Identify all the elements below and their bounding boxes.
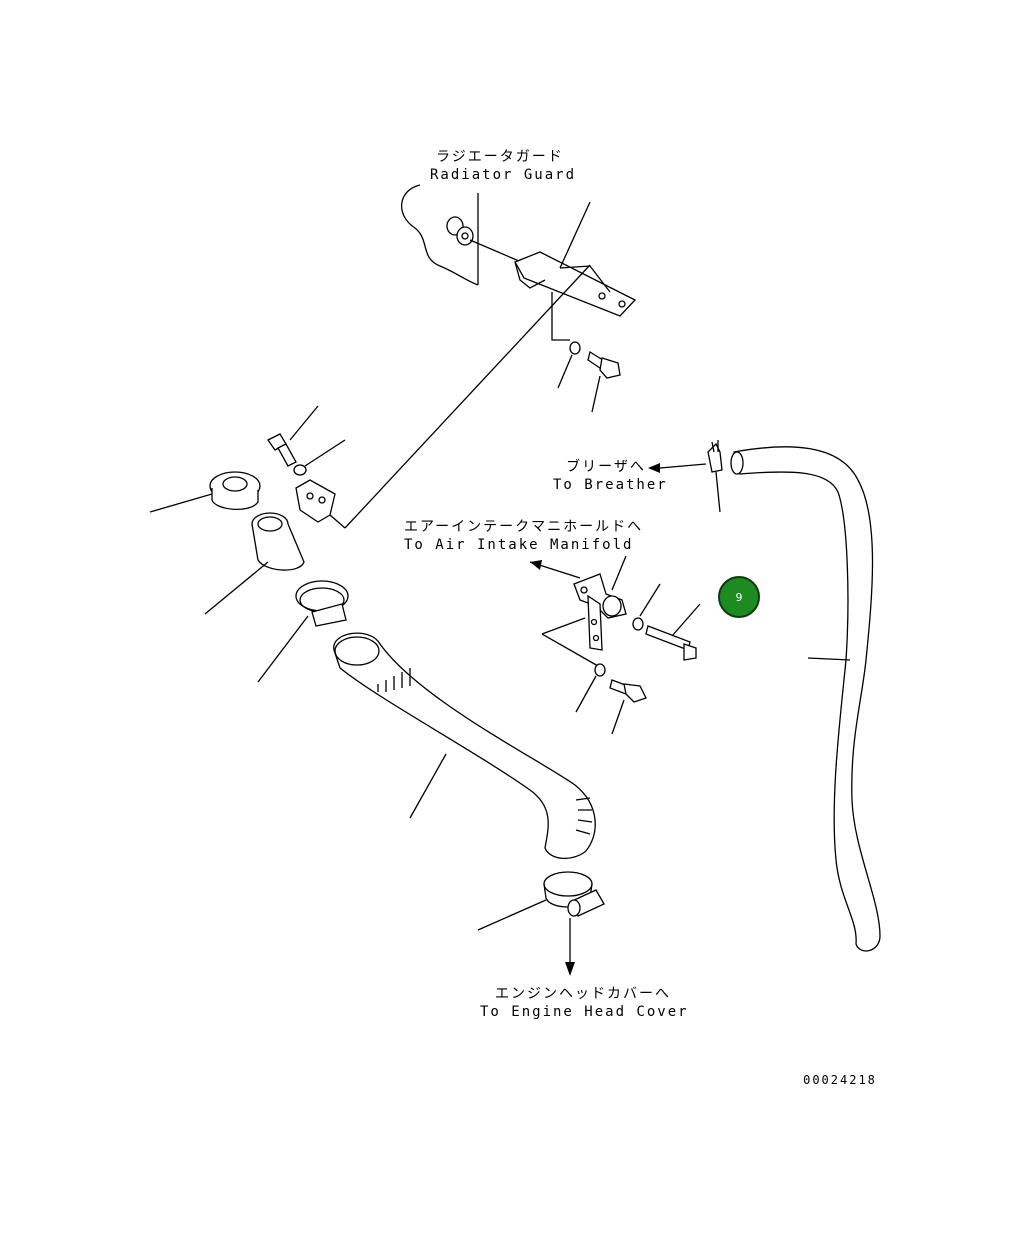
bolt-upper [587, 350, 621, 379]
manifold-label-en: To Air Intake Manifold [404, 537, 634, 553]
washer-upper [569, 341, 581, 355]
engine-cover-label-en: To Engine Head Cover [480, 1004, 689, 1020]
hose-clamp-bottom [543, 871, 605, 917]
arrow-head-down [565, 962, 575, 976]
washer-manifold [632, 617, 644, 631]
radiator-guard-label-en: Radiator Guard [430, 167, 577, 183]
left-bracket [295, 479, 336, 523]
callout-number: 9 [735, 590, 743, 604]
breather-clip [707, 440, 723, 473]
washer-left [293, 464, 307, 476]
upper-bracket [514, 251, 637, 317]
bracket-leader-v [559, 265, 611, 293]
callout-marker-9[interactable]: 9 [718, 576, 760, 618]
arrow-to-breather [659, 463, 707, 469]
breather-hose [730, 446, 881, 952]
filler-tube [251, 512, 305, 571]
manifold-label-jp: エアーインテークマニホールドへ [404, 519, 644, 535]
engine-cover-label-jp: エンジンヘッドカバーへ [495, 986, 671, 1002]
breather-label-en: To Breather [553, 477, 668, 493]
radiator-guard-label-jp: ラジエータガード [436, 149, 564, 165]
bracket-bolt-ref [551, 292, 570, 341]
main-hose [333, 632, 596, 859]
bolt-lower [609, 679, 647, 703]
long-bolt [645, 625, 697, 661]
radiator-guard-outline [400, 184, 479, 286]
breather-label-jp: ブリーザへ [566, 459, 646, 475]
bracket-leader [559, 201, 591, 269]
bolt-left [267, 433, 297, 467]
washer-lower [594, 663, 606, 677]
hose-clamp-left [295, 580, 349, 627]
manifold-bracket [573, 573, 627, 651]
breather-cap [209, 471, 261, 510]
long-connector-line [344, 264, 591, 529]
guard-nut [446, 216, 474, 246]
drawing-number: 00024218 [803, 1073, 877, 1087]
